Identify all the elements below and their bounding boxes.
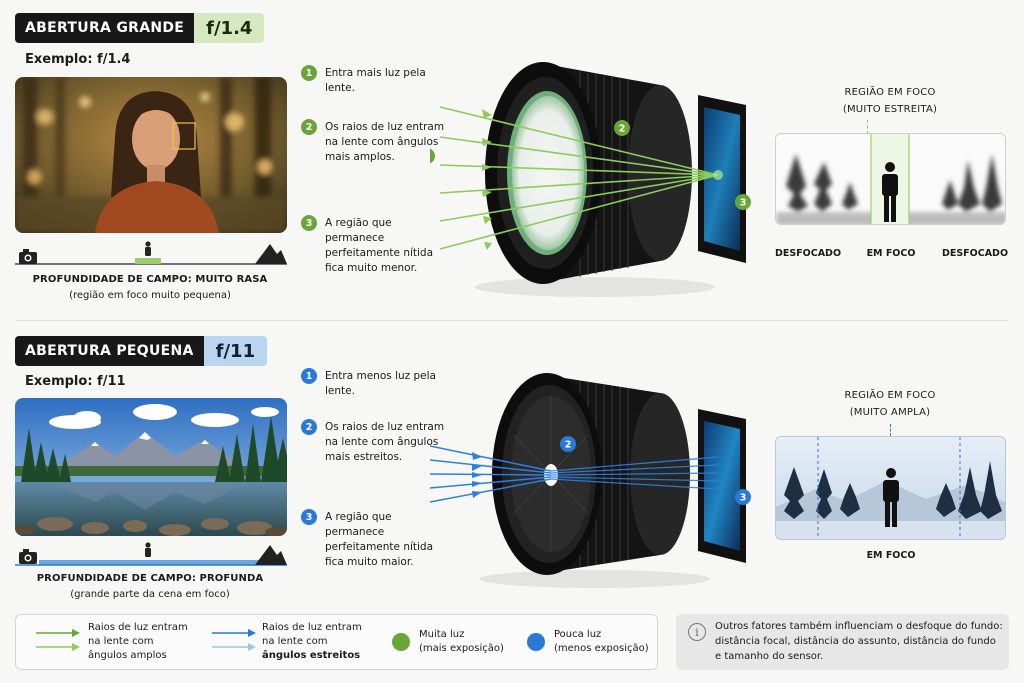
info-line: distância focal, distância do assunto, d…: [715, 636, 996, 647]
lens-mark-2: 2: [619, 124, 626, 135]
legend-line: Muita luz: [419, 629, 465, 640]
legend-line: (menos exposição): [554, 643, 649, 654]
step-2: 2 Os raios de luz entram na lente com ân…: [301, 419, 450, 465]
step-number: 1: [301, 368, 317, 384]
narrow-rays-icon: [212, 629, 256, 651]
region-title-line-1: REGIÃO EM FOCO: [844, 87, 936, 98]
step-text: Entra mais luz pela lente.: [325, 67, 426, 94]
legend-line: na lente com: [88, 636, 154, 647]
info-line: Outros fatores também influenciam o desf…: [715, 621, 1003, 632]
lens-mark-3: 3: [740, 493, 747, 504]
step-3: 3 A região que permanece perfeitamente n…: [301, 215, 450, 276]
narrow-rays-label: Raios de luz entram na lente com ângulos…: [262, 621, 362, 663]
focus-guide: [890, 424, 891, 436]
info-text: Outros fatores também influenciam o desf…: [715, 619, 1003, 664]
zone-middle-label: EM FOCO: [866, 248, 916, 259]
camera-icon: [19, 549, 37, 564]
region-title: REGIÃO EM FOCO (MUITO AMPLA): [810, 387, 970, 421]
lens-mark-3: 3: [740, 198, 747, 209]
step-3: 3 A região que permanece perfeitamente n…: [301, 509, 450, 570]
mountain-icon: [255, 545, 287, 565]
region-title-line-1: REGIÃO EM FOCO: [844, 390, 936, 401]
info-icon: i: [688, 623, 706, 641]
legend-line: Raios de luz entram: [88, 622, 188, 633]
wide-rays-icon: [36, 629, 80, 651]
info-box: i Outros fatores também influenciam o de…: [676, 614, 1009, 670]
badge-label: ABERTURA PEQUENA: [15, 336, 204, 366]
section-divider: [15, 320, 1009, 321]
step-number: 1: [301, 65, 317, 81]
landscape-photo: [15, 398, 287, 536]
step-text: Os raios de luz entram na lente com ângu…: [325, 121, 445, 163]
legend-line: ângulos amplos: [88, 650, 167, 661]
dof-subtitle: (grande parte da cena em foco): [70, 589, 230, 600]
dof-scale-deep: [15, 542, 287, 568]
zone-left-label: DESFOCADO: [774, 248, 842, 259]
person-icon: [883, 468, 899, 527]
aperture-small-badge: ABERTURA PEQUENA f/11: [15, 336, 268, 366]
legend-line: na lente com: [262, 636, 328, 647]
camera-icon: [19, 249, 37, 264]
step-number: 2: [301, 119, 317, 135]
dof-subtitle: (região em foco muito pequena): [69, 290, 231, 301]
lens-diagram-wide: 1 2 3: [419, 55, 760, 305]
zone-middle-label: EM FOCO: [866, 550, 916, 561]
wide-rays-label: Raios de luz entram na lente com ângulos…: [88, 621, 188, 663]
legend-line: Pouca luz: [554, 629, 602, 640]
badge-value: f/11: [203, 336, 268, 366]
mountain-icon: [255, 244, 287, 264]
legend: Raios de luz entram na lente com ângulos…: [15, 614, 658, 670]
person-icon: [882, 162, 898, 222]
much-light-dot: [392, 633, 410, 651]
step-text: A região que permanece perfeitamente nít…: [325, 217, 434, 274]
step-text: Os raios de luz entram na lente com ângu…: [325, 421, 445, 463]
info-line: e tamanho do sensor.: [715, 651, 824, 662]
region-title-line-2: (MUITO AMPLA): [849, 407, 931, 418]
step-1: 1 Entra mais luz pela lente.: [301, 65, 450, 96]
step-number: 2: [301, 419, 317, 435]
aperture-large-badge: ABERTURA GRANDE f/1.4: [15, 13, 265, 43]
focus-region-narrow-panel: [775, 133, 1006, 225]
step-number: 3: [301, 509, 317, 525]
badge-value: f/1.4: [194, 13, 265, 43]
much-light-label: Muita luz (mais exposição): [419, 628, 504, 656]
example-label: Exemplo: f/11: [25, 374, 126, 389]
little-light-label: Pouca luz (menos exposição): [554, 628, 649, 656]
dof-title: PROFUNDIDADE DE CAMPO: MUITO RASA: [32, 274, 268, 285]
step-number: 3: [301, 215, 317, 231]
focus-region-wide-panel: [775, 436, 1006, 540]
little-light-dot: [527, 633, 545, 651]
step-text: Entra menos luz pela lente.: [325, 370, 436, 397]
focus-guide-left: [867, 120, 868, 134]
example-label: Exemplo: f/1.4: [25, 52, 131, 67]
step-1: 1 Entra menos luz pela lente.: [301, 368, 450, 399]
portrait-photo: [15, 77, 287, 233]
region-title-line-2: (MUITO ESTREITA): [842, 104, 938, 115]
legend-line: Raios de luz entram: [262, 622, 362, 633]
legend-line: (mais exposição): [419, 643, 504, 654]
lens-diagram-narrow: 1 2 3: [408, 365, 760, 595]
step-text: A região que permanece perfeitamente nít…: [325, 511, 434, 568]
person-icon: [145, 241, 151, 256]
lens-mark-2: 2: [565, 440, 572, 451]
dof-title: PROFUNDIDADE DE CAMPO: PROFUNDA: [36, 573, 264, 584]
step-2: 2 Os raios de luz entram na lente com ân…: [301, 119, 450, 165]
region-title: REGIÃO EM FOCO (MUITO ESTREITA): [810, 84, 970, 118]
legend-line: ângulos estreitos: [262, 650, 361, 661]
badge-label: ABERTURA GRANDE: [15, 13, 195, 43]
dof-scale-shallow: [15, 240, 287, 268]
person-icon: [145, 542, 151, 557]
zone-right-label: DESFOCADO: [941, 248, 1009, 259]
